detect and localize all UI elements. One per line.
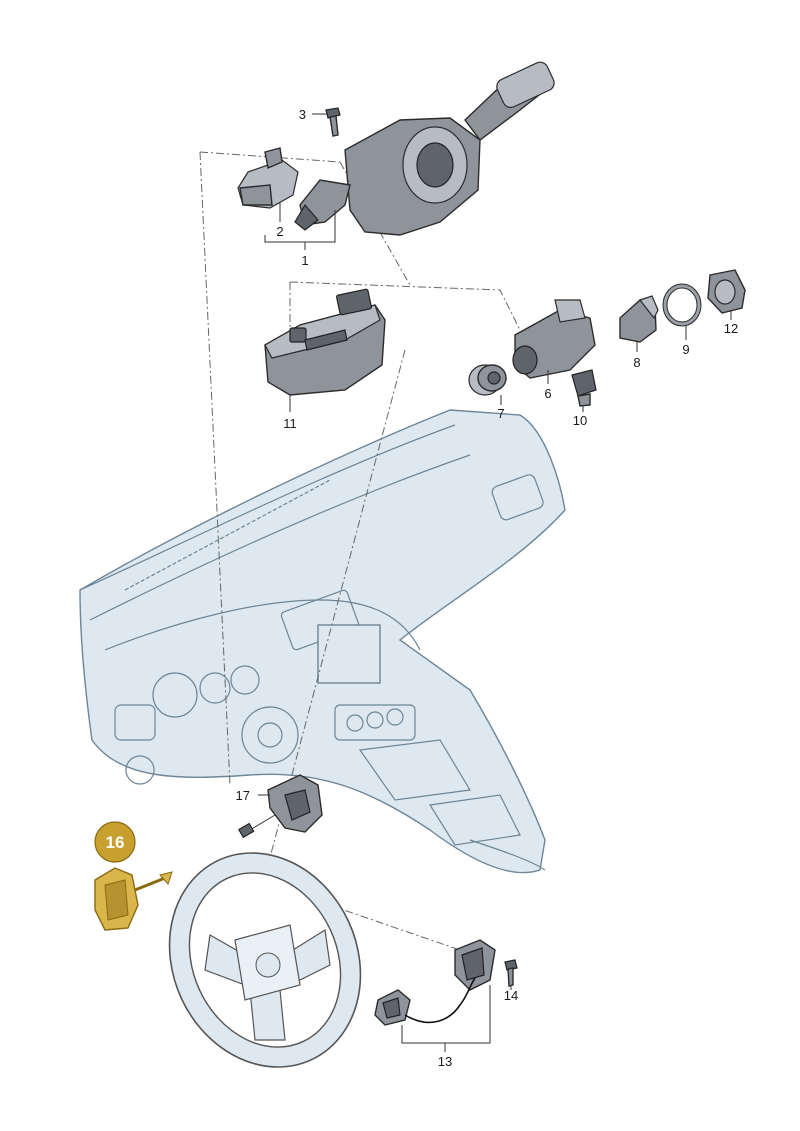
steering-wheel	[168, 852, 362, 1068]
callout-1: 1	[301, 253, 308, 268]
part-highlighted-16	[94, 867, 173, 931]
callout-6: 6	[544, 386, 551, 401]
dashboard-illustration	[79, 409, 566, 874]
callout-13: 13	[438, 1054, 452, 1069]
part-switch-module-17	[237, 774, 323, 839]
callout-7: 7	[497, 406, 504, 421]
part-lock-housing	[512, 299, 596, 379]
callout-labels: 3 2 1 11 7 6 8 9 10 12 17 14 13	[236, 107, 739, 1069]
part-ignition-switch	[619, 295, 659, 343]
part-screw-3	[325, 107, 341, 137]
callout-2: 2	[276, 224, 283, 239]
callout-9: 9	[682, 342, 689, 357]
part-multifunction-buttons	[374, 939, 496, 1026]
callout-12: 12	[724, 321, 738, 336]
part-bracket	[237, 147, 299, 209]
highlight-badge-16[interactable]: 16	[94, 821, 136, 863]
part-ring-housing	[707, 269, 746, 314]
highlight-circle[interactable]	[94, 821, 136, 863]
leader-lines	[258, 113, 732, 1052]
part-lock-cylinder	[468, 364, 507, 396]
callout-14: 14	[504, 988, 518, 1003]
callout-3: 3	[299, 107, 306, 122]
callout-8: 8	[633, 355, 640, 370]
callout-10: 10	[573, 413, 587, 428]
part-steering-column-switch	[294, 61, 555, 236]
callout-11: 11	[283, 416, 297, 431]
callout-17: 17	[236, 788, 250, 803]
part-connector	[571, 369, 597, 407]
highlight-label: 16	[106, 833, 125, 852]
part-control-unit	[264, 288, 386, 396]
part-ring	[662, 283, 702, 327]
part-screw-14	[504, 959, 518, 987]
